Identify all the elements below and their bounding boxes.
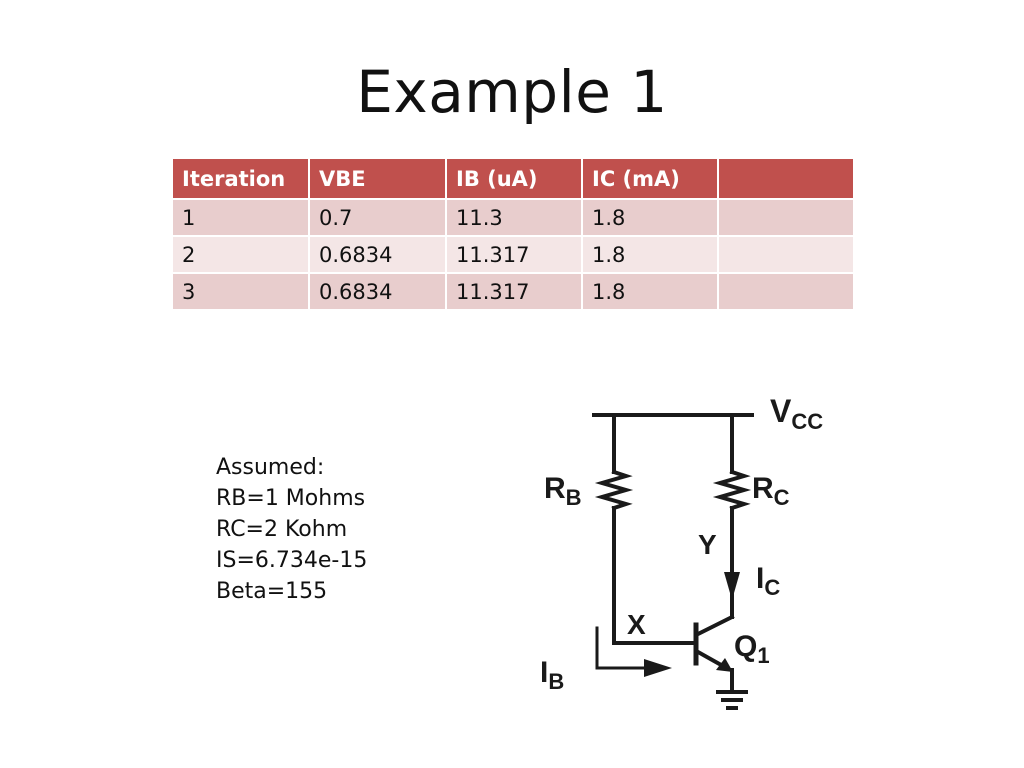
vcc-label: VCC <box>770 393 823 434</box>
table-row: 2 0.6834 11.317 1.8 <box>171 235 855 274</box>
assumed-parameters: Assumed: RB=1 Mohms RC=2 Kohm IS=6.734e-… <box>216 452 367 607</box>
table-cell: 0.7 <box>308 198 447 237</box>
table-cell: 11.317 <box>445 235 583 274</box>
table-cell: 3 <box>171 272 310 311</box>
emitter-arrow-head <box>716 658 733 672</box>
assumed-heading: Assumed: <box>216 455 325 480</box>
column-header <box>717 157 855 200</box>
table-row: 1 0.7 11.3 1.8 <box>171 198 855 237</box>
table-cell: 0.6834 <box>308 235 447 274</box>
table-cell: 0.6834 <box>308 272 447 311</box>
ib-arrow-head <box>644 659 672 677</box>
table-cell: 1.8 <box>581 272 719 311</box>
rc-label: RC <box>752 472 790 510</box>
rb-label: RB <box>544 472 582 510</box>
bjt-bias-circuit: VCC RB RC Y IC X Q1 IB <box>540 393 823 710</box>
table-cell: 1.8 <box>581 198 719 237</box>
assumed-beta: Beta=155 <box>216 579 328 604</box>
node-x-label: X <box>627 609 646 640</box>
rb-resistor <box>594 469 634 511</box>
table-cell <box>717 198 855 237</box>
column-header: Iteration <box>171 157 310 200</box>
transistor-emitter <box>695 649 726 669</box>
assumed-rb: RB=1 Mohms <box>216 486 366 511</box>
table-cell: 11.317 <box>445 272 583 311</box>
assumed-is: IS=6.734e-15 <box>216 548 368 573</box>
column-header: VBE <box>308 157 447 200</box>
q1-label: Q1 <box>734 630 770 668</box>
transistor-collector <box>695 614 735 637</box>
column-header: IC (mA) <box>581 157 719 200</box>
table-cell: 2 <box>171 235 310 274</box>
table-cell <box>717 235 855 274</box>
table-cell: 11.3 <box>445 198 583 237</box>
table-header-row: Iteration VBE IB (uA) IC (mA) <box>171 157 855 200</box>
slide-title: Example 1 <box>356 58 668 126</box>
ib-label: IB <box>540 656 564 694</box>
ib-arrow-path <box>595 626 650 670</box>
column-header: IB (uA) <box>445 157 583 200</box>
ic-arrow-head <box>724 572 740 600</box>
table-cell <box>717 272 855 311</box>
table-row: 3 0.6834 11.317 1.8 <box>171 272 855 311</box>
node-y-label: Y <box>698 529 717 560</box>
assumed-rc: RC=2 Kohm <box>216 517 348 542</box>
ic-label: IC <box>756 562 780 600</box>
table-cell: 1 <box>171 198 310 237</box>
table-cell: 1.8 <box>581 235 719 274</box>
rc-resistor <box>712 469 752 511</box>
iteration-table: Iteration VBE IB (uA) IC (mA) 1 0.7 11.3… <box>171 157 855 311</box>
